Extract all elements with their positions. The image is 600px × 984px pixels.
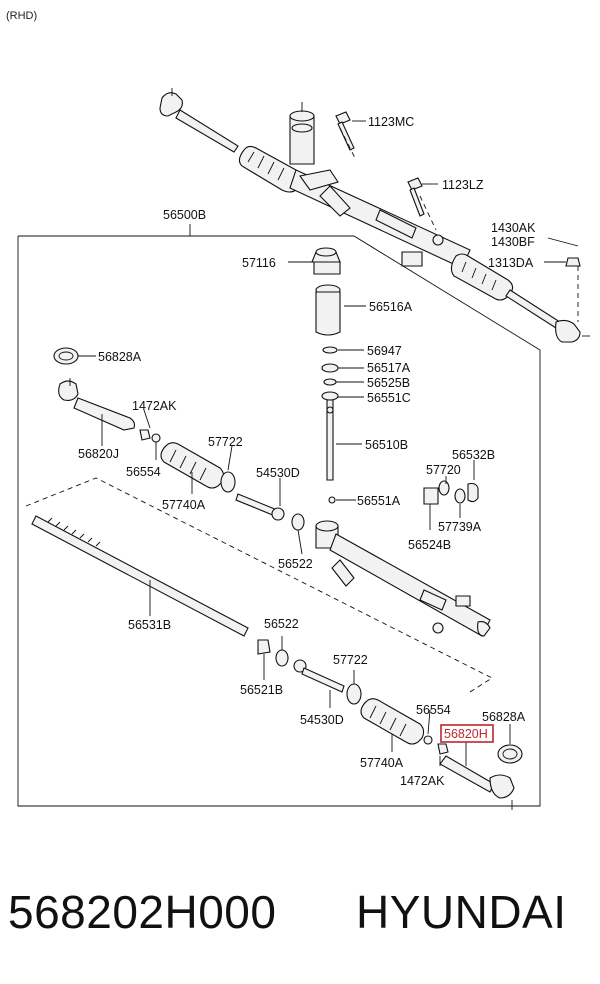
footer-part-number: 568202H000: [8, 886, 276, 938]
label-1123MC: 1123MC: [368, 115, 414, 129]
assembly-box: [17, 224, 541, 807]
label-56828A-bottom: 56828A: [482, 710, 526, 724]
label-56551A: 56551A: [357, 494, 401, 508]
label-54530D-bottom: 54530D: [300, 713, 344, 727]
label-57740A-bottom: 57740A: [360, 756, 404, 770]
label-56554-bottom: 56554: [416, 703, 451, 717]
variant-label: (RHD): [6, 10, 37, 22]
label-56517A: 56517A: [367, 361, 411, 375]
label-56532B: 56532B: [452, 448, 495, 462]
label-56820J: 56820J: [78, 447, 119, 461]
rack-detail-outline: [25, 477, 493, 693]
label-56551C: 56551C: [367, 391, 411, 405]
label-57739A: 57739A: [438, 520, 482, 534]
label-54530D-top: 54530D: [256, 466, 300, 480]
label-57740A-top: 57740A: [162, 498, 206, 512]
label-1472AK-bottom: 1472AK: [400, 774, 445, 788]
label-56828A-top: 56828A: [98, 350, 142, 364]
label-57722-top: 57722: [208, 435, 243, 449]
label-1472AK-top: 1472AK: [132, 399, 177, 413]
label-56947: 56947: [367, 344, 402, 358]
highlight-box-56820H: [440, 724, 494, 743]
label-56524B: 56524B: [408, 538, 451, 552]
label-56516A: 56516A: [369, 300, 413, 314]
label-57720: 57720: [426, 463, 461, 477]
label-1313DA: 1313DA: [488, 256, 534, 270]
label-1430AK: 1430AK: [491, 221, 536, 235]
inner-parts-illustration: [31, 247, 523, 810]
label-56554-top: 56554: [126, 465, 161, 479]
label-56522-top: 56522: [278, 557, 313, 571]
footer-brand: HYUNDAI: [356, 886, 567, 938]
label-57116: 57116: [242, 256, 276, 270]
label-1430BF: 1430BF: [491, 235, 535, 249]
label-56531B: 56531B: [128, 618, 171, 632]
label-1123LZ: 1123LZ: [442, 178, 484, 192]
label-56510B: 56510B: [365, 438, 408, 452]
label-57722-bottom: 57722: [333, 653, 368, 667]
assembly-label: 56500B: [163, 208, 206, 222]
label-56525B: 56525B: [367, 376, 410, 390]
assembled-rack-illustration: [159, 88, 590, 343]
label-56820H: 56820H: [444, 727, 488, 741]
label-56521B: 56521B: [240, 683, 283, 697]
label-56522-bottom: 56522: [264, 617, 299, 631]
